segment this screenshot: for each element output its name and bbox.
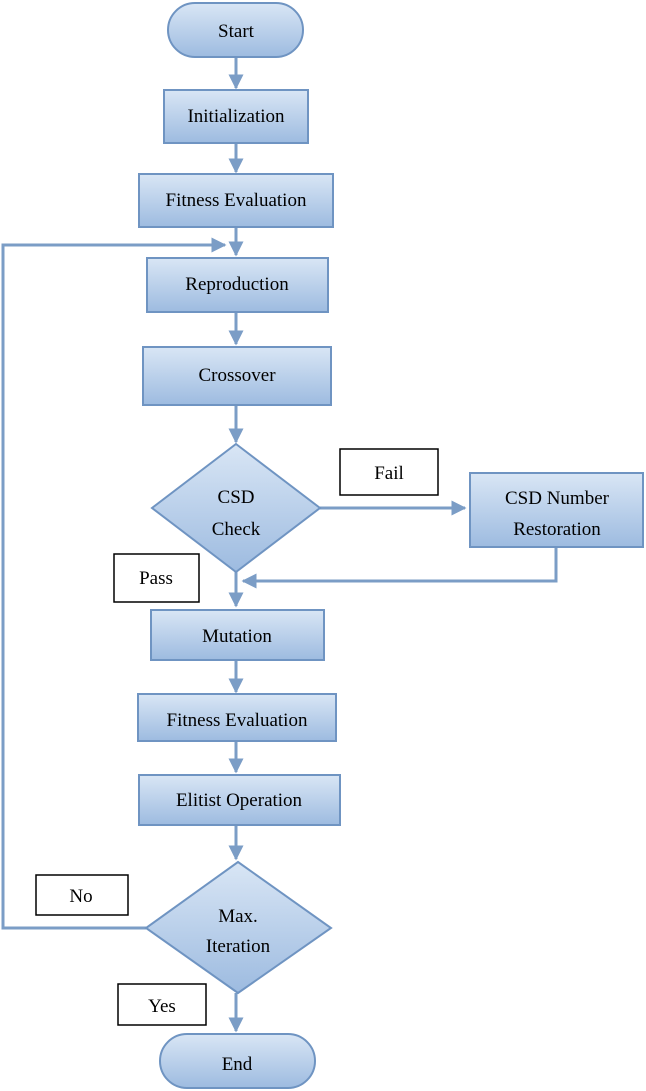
- start-label: Start: [218, 21, 255, 42]
- start-terminal: Start: [167, 2, 304, 58]
- reproduction-label: Reproduction: [185, 274, 289, 295]
- csd-check-decision: CSD Check: [150, 442, 322, 574]
- crossover-box: Crossover: [142, 346, 332, 406]
- max-iteration-label-line2: Iteration: [206, 936, 271, 957]
- end-terminal: End: [159, 1033, 316, 1089]
- initialization-box: Initialization: [163, 89, 309, 144]
- yes-label: Yes: [148, 996, 176, 1017]
- fail-label-box: Fail: [339, 448, 439, 496]
- csd-restoration-label-line1: CSD Number: [505, 488, 610, 509]
- arrow-loop-back-no: [1, 237, 227, 930]
- no-label: No: [69, 886, 92, 907]
- elitist-operation-box: Elitist Operation: [138, 774, 341, 826]
- pass-label: Pass: [139, 568, 173, 589]
- csd-check-label-line1: CSD: [218, 487, 255, 508]
- mutation-label: Mutation: [202, 626, 272, 647]
- pass-label-box: Pass: [113, 553, 200, 603]
- max-iteration-decision: Max. Iteration: [144, 860, 333, 995]
- crossover-label: Crossover: [198, 365, 276, 386]
- csd-restoration-label-line2: Restoration: [513, 519, 601, 540]
- fitness-evaluation-label-1: Fitness Evaluation: [166, 190, 307, 211]
- fitness-evaluation-box-2: Fitness Evaluation: [137, 693, 337, 742]
- mutation-box: Mutation: [150, 609, 325, 661]
- yes-label-box: Yes: [117, 983, 207, 1026]
- csd-number-restoration-box: CSD Number Restoration: [469, 472, 644, 548]
- initialization-label: Initialization: [187, 106, 285, 127]
- end-label: End: [222, 1054, 253, 1075]
- max-iteration-label-line1: Max.: [218, 906, 258, 927]
- arrow-restoration-return: [241, 547, 558, 589]
- reproduction-box: Reproduction: [146, 257, 329, 313]
- csd-check-label-line2: Check: [212, 519, 261, 540]
- elitist-operation-label: Elitist Operation: [176, 790, 303, 811]
- no-label-box: No: [35, 874, 129, 916]
- fitness-evaluation-box-1: Fitness Evaluation: [138, 173, 334, 228]
- fitness-evaluation-label-2: Fitness Evaluation: [167, 710, 308, 731]
- fail-label: Fail: [374, 463, 404, 484]
- connectors: [1, 57, 558, 1033]
